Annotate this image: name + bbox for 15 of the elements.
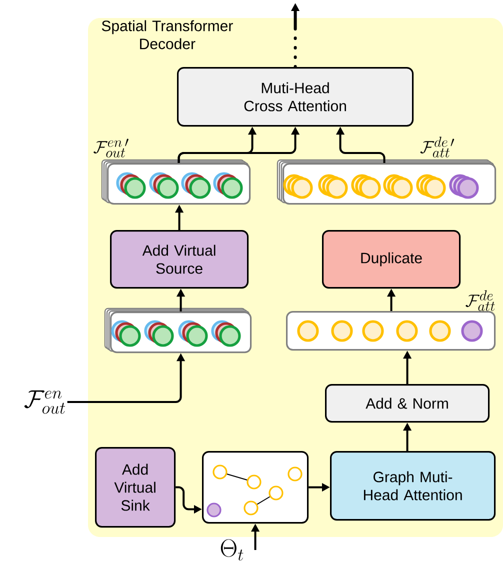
formula-label: $\Theta_t$ [220,539,244,561]
token-stack [104,308,252,354]
process-box: Add & Norm [325,384,490,423]
formula-label: $\mathcal{F}^{de\,\prime}_{att}$ [420,136,454,158]
token-stack [276,159,496,205]
formula-label: $\mathcal{F}^{en\,\prime}_{out}$ [94,138,128,158]
formula-label: $\mathcal{F}^{de}_{att}$ [466,290,495,311]
process-box: Muti-Head Cross Attention [177,67,414,127]
token-row [286,311,496,351]
formula-label: $\mathcal{F}^{en}_{out}$ [24,390,66,414]
process-box: Duplicate [322,230,461,289]
process-box: Graph Muti-Head Attention [330,451,496,521]
process-box: Add Virtual Source [110,230,249,289]
token-stack [101,159,251,205]
process-box: Add Virtual Sink [95,447,176,528]
